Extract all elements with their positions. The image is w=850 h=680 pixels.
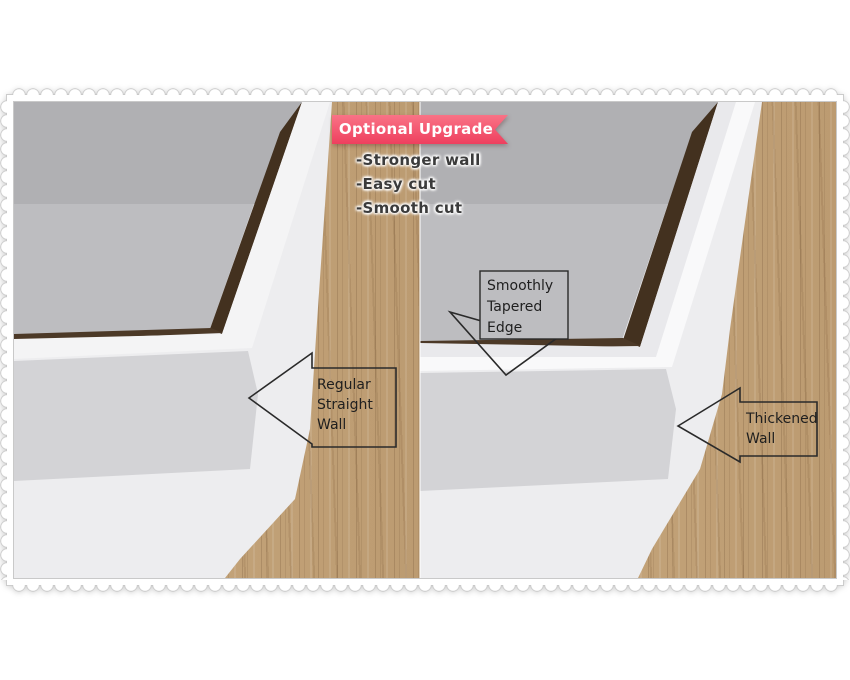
scallop-edge-top bbox=[12, 88, 838, 95]
feature-list: -Stronger wall -Easy cut -Smooth cut bbox=[356, 148, 481, 220]
thickened-wall-arrow bbox=[676, 386, 818, 464]
panel-divider bbox=[419, 102, 421, 578]
photo-frame: Regular Straight Wall bbox=[0, 88, 850, 592]
callout-regular-line2: Straight bbox=[317, 397, 373, 413]
box-render-upgraded: Smoothly Tapered Edge Thickened Wall bbox=[420, 102, 818, 578]
optional-upgrade-banner: Optional Upgrade bbox=[332, 115, 508, 144]
callout-thickened-line1: Thickened bbox=[745, 411, 818, 427]
tapered-edge-label-box bbox=[479, 270, 569, 340]
callout-regular-line3: Wall bbox=[317, 417, 346, 433]
feature-item-smooth-cut: -Smooth cut bbox=[356, 199, 463, 217]
box-interior-floor bbox=[14, 204, 254, 335]
comparison-canvas: Regular Straight Wall bbox=[14, 102, 836, 578]
panel-upgraded-wall: Smoothly Tapered Edge Thickened Wall bbox=[420, 102, 836, 578]
scallop-edge-left bbox=[0, 100, 7, 580]
feature-item-easy-cut: -Easy cut bbox=[356, 175, 436, 193]
dark-gap-diagonal bbox=[623, 102, 718, 347]
wall-outer-face bbox=[14, 351, 258, 481]
dark-gap-diagonal bbox=[210, 102, 302, 334]
callout-regular-line1: Regular bbox=[317, 377, 371, 393]
callout-tapered-line1: Smoothly bbox=[487, 278, 553, 294]
regular-wall-arrow bbox=[247, 351, 397, 448]
wall-outer-face bbox=[420, 369, 676, 491]
scallop-edge-right bbox=[843, 100, 850, 580]
panel-regular-wall: Regular Straight Wall bbox=[14, 102, 420, 578]
callout-thickened-line2: Wall bbox=[746, 431, 775, 447]
optional-upgrade-ribbon: Optional Upgrade bbox=[332, 115, 508, 144]
callout-tapered-line3: Edge bbox=[487, 320, 522, 336]
feature-item-stronger-wall: -Stronger wall bbox=[356, 151, 481, 169]
callout-tapered-line2: Tapered bbox=[486, 299, 542, 315]
scallop-edge-bottom bbox=[12, 585, 838, 592]
box-render-regular: Regular Straight Wall bbox=[14, 102, 397, 578]
wall-rim-top bbox=[14, 102, 330, 359]
box-interior-far-wall bbox=[14, 102, 302, 204]
